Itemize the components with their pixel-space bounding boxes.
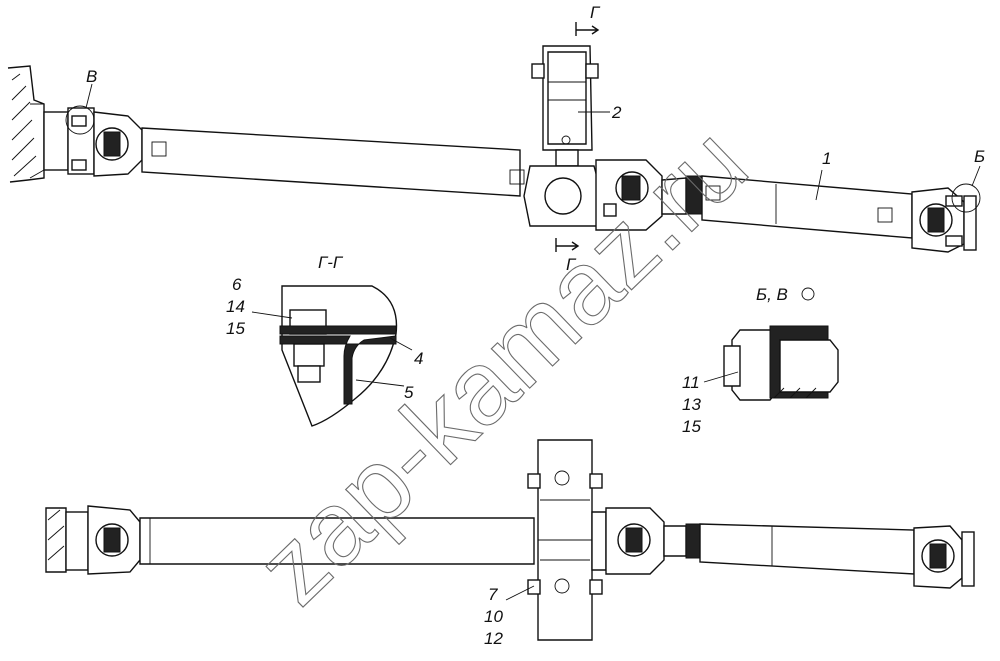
section-label-6: 6 xyxy=(232,275,242,294)
bottom-label-7: 7 xyxy=(488,585,498,604)
label-part-1: 1 xyxy=(822,149,831,168)
section-nut xyxy=(293,343,325,367)
bottom-assembly xyxy=(45,439,975,641)
label-callout-v: В xyxy=(86,67,97,86)
callout-circle-v xyxy=(65,105,95,135)
section-label-14: 14 xyxy=(226,297,245,316)
section-plate xyxy=(279,325,397,335)
section-detail xyxy=(251,285,413,427)
bottom-center-yoke xyxy=(591,507,665,575)
section-label-4: 4 xyxy=(414,349,423,368)
right-end-yoke xyxy=(911,187,977,253)
label-marker-top: Г xyxy=(590,3,601,22)
intermediate-support xyxy=(523,45,603,227)
label-marker-bottom: Г xyxy=(566,255,577,274)
top-assembly xyxy=(7,22,981,253)
detail-label-15: 15 xyxy=(682,417,701,436)
detail-washer xyxy=(723,345,741,387)
bottom-left-tube xyxy=(139,517,535,565)
section-outline xyxy=(281,285,398,427)
bottom-left-flange xyxy=(45,505,141,575)
section-label-15: 15 xyxy=(226,319,245,338)
leader-sec-6 xyxy=(251,311,293,319)
label-callout-b: Б xyxy=(974,147,985,166)
leader-b xyxy=(971,165,981,187)
leader-sec-4 xyxy=(389,337,413,351)
detail-title: Б, В xyxy=(756,285,788,304)
section-title: Г-Г xyxy=(318,253,344,272)
detail-hatch xyxy=(773,387,817,399)
bottom-right-yoke xyxy=(913,525,975,589)
bottom-label-12: 12 xyxy=(484,629,503,648)
section-marker-top-arrow xyxy=(575,22,600,36)
label-part-2: 2 xyxy=(611,103,622,122)
callout-circle-b xyxy=(951,183,981,213)
leader-sec-5 xyxy=(355,379,405,387)
leader-part-1 xyxy=(815,169,823,201)
leader-detail xyxy=(703,371,739,383)
labels: В Б Г Г 2 1 Г-Г 6 14 15 4 5 Б, В 11 13 1… xyxy=(86,3,985,648)
bottom-right-tube xyxy=(663,523,915,575)
section-marker-bottom-arrow xyxy=(555,238,580,252)
section-angle xyxy=(279,335,397,405)
section-label-5: 5 xyxy=(404,383,414,402)
detail-label-11: 11 xyxy=(682,373,700,392)
left-yoke xyxy=(71,111,143,177)
left-tube-plate-b xyxy=(509,169,525,185)
center-yoke xyxy=(595,159,663,231)
left-shaft-tube xyxy=(141,127,521,197)
section-washer xyxy=(297,365,321,383)
detail-label-13: 13 xyxy=(682,395,701,414)
bottom-support xyxy=(527,439,603,641)
left-tube-plate-a xyxy=(151,141,167,157)
detail-marker-circle xyxy=(801,287,815,301)
bolt-detail xyxy=(703,287,839,401)
bottom-label-10: 10 xyxy=(484,607,503,626)
detail-bolt-head xyxy=(779,339,839,393)
leader-v xyxy=(85,83,93,109)
leader-bottom xyxy=(505,585,535,601)
